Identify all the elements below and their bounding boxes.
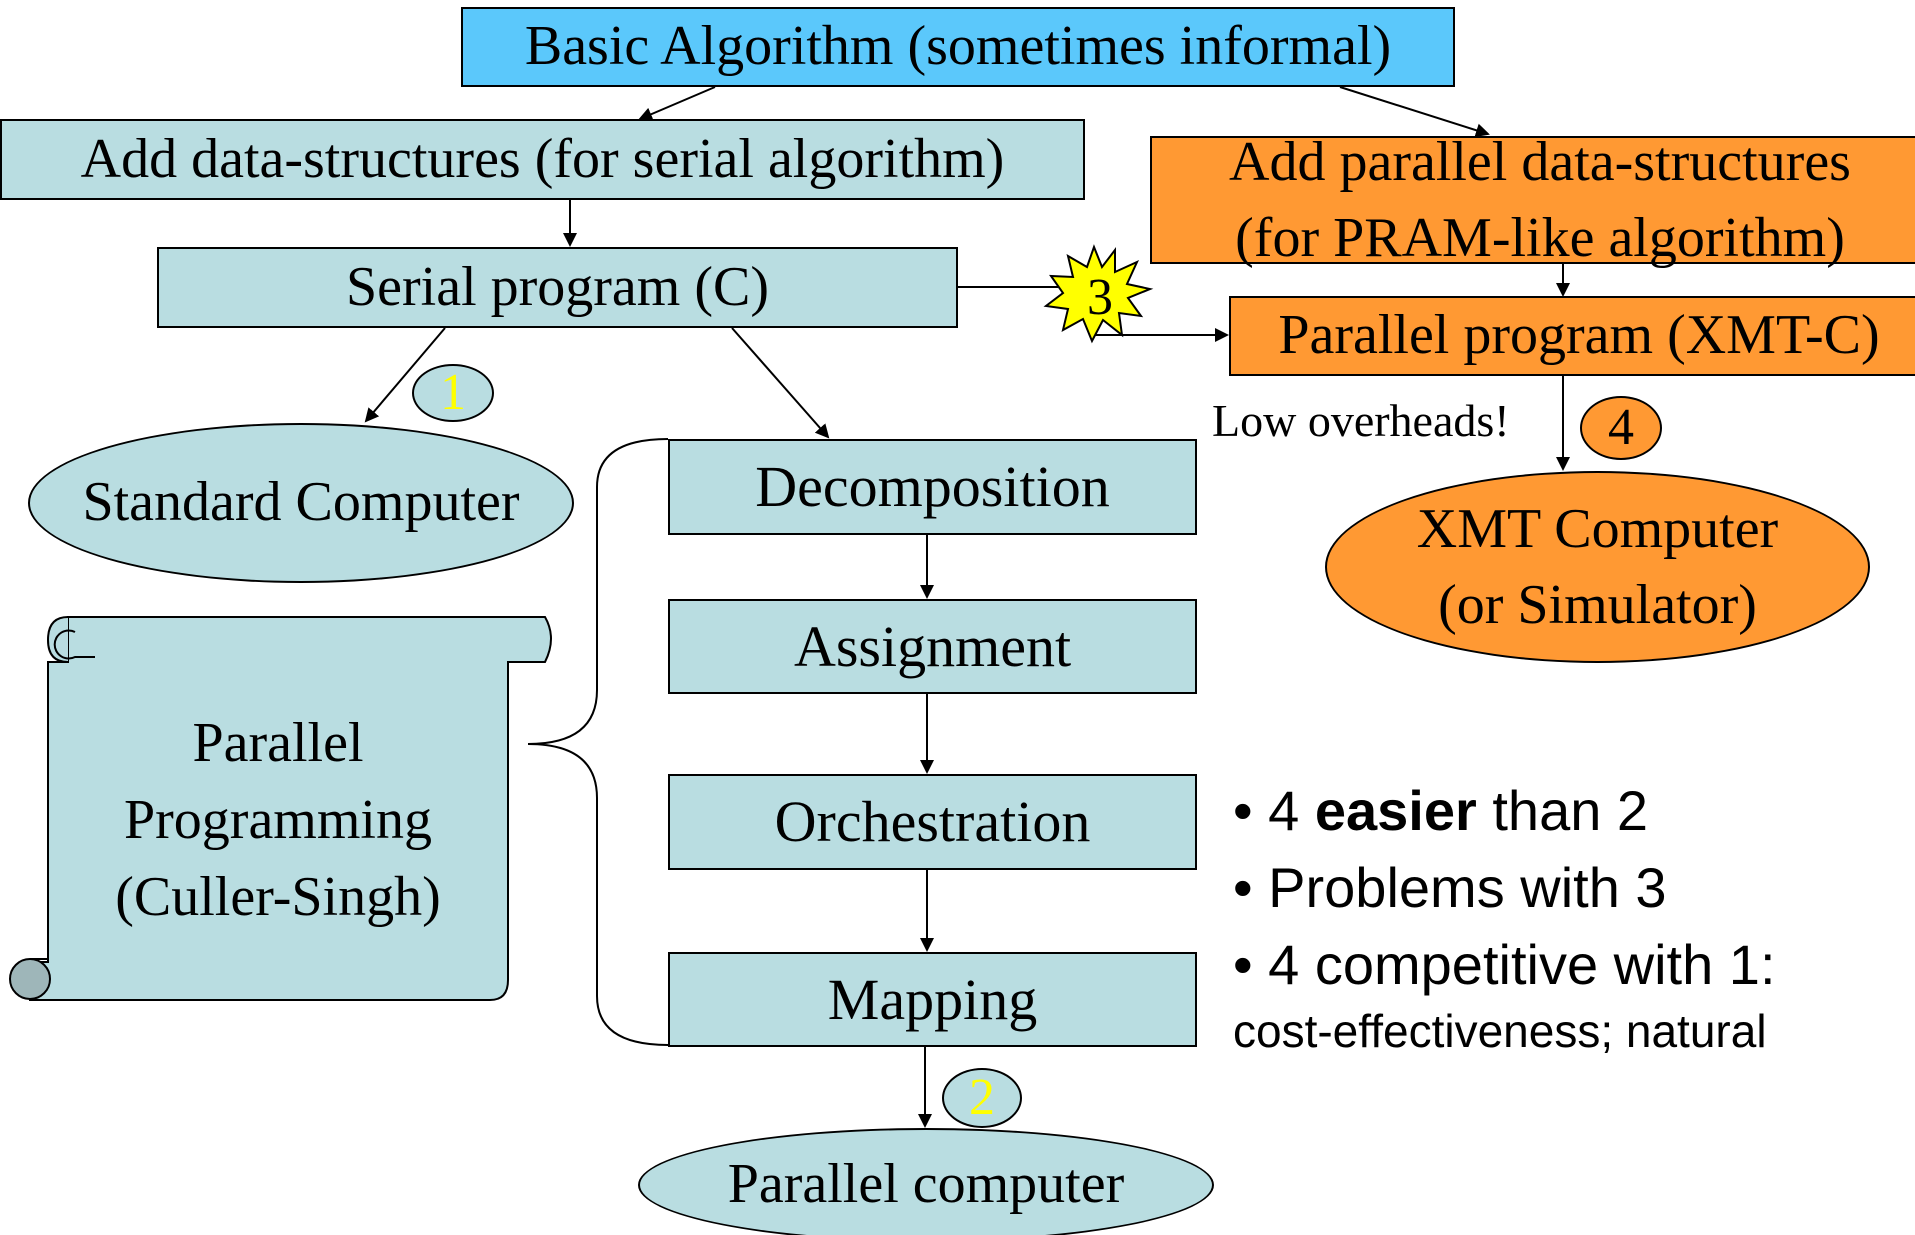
serial-program-label: Serial program (C) (346, 255, 769, 318)
decomposition-label: Decomposition (755, 454, 1110, 520)
mapping-label: Mapping (827, 966, 1038, 1032)
assignment-box: Assignment (668, 599, 1197, 694)
serial-program-box: Serial program (C) (157, 247, 958, 328)
standard-computer-label: Standard Computer (82, 471, 520, 534)
parallel-programming-line1: Parallel (192, 712, 364, 774)
parallel-programming-line3: (Culler-Singh) (115, 866, 441, 928)
assignment-label: Assignment (793, 613, 1072, 679)
bullet-3-continuation: cost-effectiveness; natural (1233, 1005, 1767, 1057)
arrow-basic-to-parallel-ds (1339, 86, 1490, 138)
bullet-1-post: than 2 (1476, 779, 1649, 842)
badge-1-label: 1 (440, 364, 466, 421)
badge-2-label: 2 (969, 1069, 995, 1126)
badge-3-label: 3 (1087, 269, 1113, 326)
xmt-computer-line1: XMT Computer (1416, 498, 1779, 560)
curly-brace (527, 438, 669, 1046)
orchestration-box: Orchestration (668, 774, 1197, 870)
bullet-2: • Problems with 3 (1233, 856, 1667, 919)
parallel-program-box: Parallel program (XMT-C) (1229, 296, 1915, 376)
arrow-serial-to-standard (364, 327, 446, 423)
parallel-programming-text: Parallel Programming (Culler-Singh) (68, 705, 488, 936)
bullet-1-bold: easier (1314, 779, 1477, 842)
basic-algorithm-label: Basic Algorithm (sometimes informal) (524, 15, 1392, 78)
starburst-3 (1043, 244, 1154, 344)
badge-2: 2 (942, 1068, 1022, 1128)
add-parallel-data-structures-box: Add parallel data-structures (for PRAM-l… (1150, 131, 1915, 269)
bullet-notes: • 4 easier than 2 • Problems with 3 • 4 … (1233, 772, 1776, 1059)
add-parallel-ds-line2: (for PRAM-like algorithm) (1235, 207, 1845, 269)
basic-algorithm-box: Basic Algorithm (sometimes informal) (461, 7, 1455, 87)
badge-4-label: 4 (1608, 399, 1634, 456)
arrow-serial-to-decomposition (731, 327, 830, 439)
mapping-box: Mapping (668, 952, 1197, 1047)
badge-4: 4 (1580, 396, 1662, 460)
bullet-1: • 4 easier than 2 (1233, 772, 1776, 849)
add-data-structures-box: Add data-structures (for serial algorith… (0, 119, 1085, 200)
decomposition-box: Decomposition (668, 439, 1197, 535)
add-data-structures-label: Add data-structures (for serial algorith… (80, 127, 1005, 190)
bullet-1-pre: • 4 (1233, 779, 1315, 842)
arrow-basic-to-serial-ds (638, 86, 716, 121)
standard-computer-ellipse: Standard Computer (28, 423, 574, 583)
parallel-programming-scroll-shape (9, 616, 552, 1001)
parallel-program-label: Parallel program (XMT-C) (1278, 304, 1880, 367)
orchestration-label: Orchestration (774, 789, 1091, 855)
xmt-computer-ellipse: XMT Computer (or Simulator) (1325, 471, 1870, 663)
parallel-computer-ellipse: Parallel computer (638, 1128, 1214, 1235)
bullet-3: • 4 competitive with 1: (1233, 933, 1776, 996)
parallel-programming-line2: Programming (124, 789, 432, 851)
badge-1: 1 (412, 364, 494, 422)
add-parallel-ds-line1: Add parallel data-structures (1229, 131, 1851, 193)
low-overheads-label: Low overheads! (1212, 395, 1510, 446)
parallel-computer-label: Parallel computer (727, 1153, 1125, 1216)
xmt-computer-line2: (or Simulator) (1438, 574, 1757, 636)
